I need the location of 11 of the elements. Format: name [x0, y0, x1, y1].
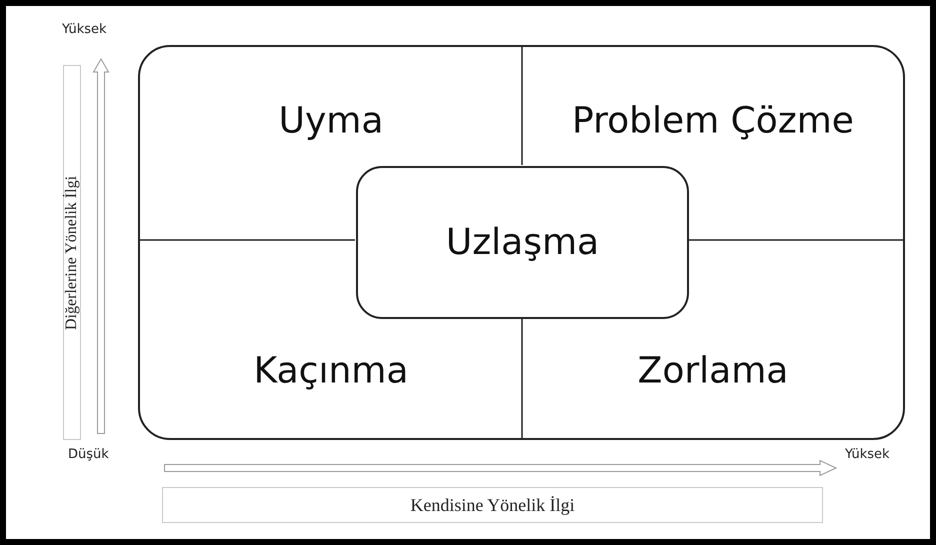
axis-end-label: Yüksek	[845, 447, 890, 462]
axis-end-label: Düşük	[68, 447, 109, 462]
quadrant-label: Kaçınma	[254, 350, 408, 392]
matrix-frame	[138, 45, 905, 440]
axis-title-box: Kendisine Yönelik İlgi	[162, 487, 823, 523]
quadrant-label: Zorlama	[638, 350, 788, 392]
axis-end-label: Yüksek	[62, 22, 107, 37]
quadrant-label: Uyma	[278, 100, 384, 142]
center-box: Uzlaşma	[356, 166, 689, 319]
axis-title-box: Diğerlerine Yönelik İlgi	[63, 65, 81, 440]
quadrant-label: Problem Çözme	[572, 100, 854, 142]
